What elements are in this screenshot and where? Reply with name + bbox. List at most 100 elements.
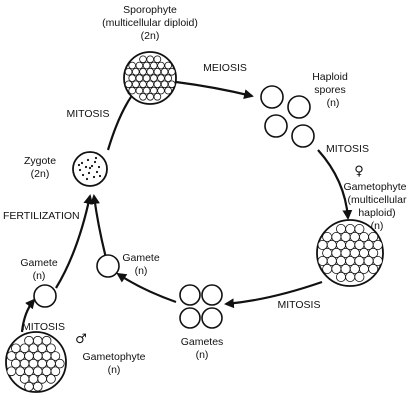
cell-texture: [132, 80, 140, 89]
fertilization-arrow: [55, 194, 94, 289]
mitosis-top-left-label: MITOSIS: [67, 108, 110, 120]
meiosis-arrow: [175, 80, 254, 99]
zygote-dot: [87, 171, 91, 175]
cell-texture: [157, 61, 165, 70]
cell-texture: [160, 80, 169, 89]
zygote-dot: [92, 175, 96, 179]
gamete-center-label: Gamete: [122, 252, 160, 264]
male-symbol-icon: ♂: [75, 332, 87, 347]
cell-texture: [139, 68, 147, 76]
cell-texture: [150, 86, 158, 95]
cell-texture: [168, 68, 176, 76]
cell-texture: [345, 271, 356, 282]
cell-texture: [50, 351, 61, 361]
cell-texture: [19, 374, 30, 384]
zygote-cell: [72, 151, 108, 187]
mitosis-gametophyte-to-gametes-arrow: [224, 280, 323, 309]
gamete-to-zygote-arrow: [90, 194, 108, 259]
cell-texture: [146, 80, 155, 89]
mitosis-male-gametophyte-to-gamete-arrow: [20, 298, 36, 333]
male-gametophyte-ploidy-label: (n): [108, 364, 121, 376]
gamete-left-label: Gamete: [20, 257, 58, 269]
cell-texture: [150, 74, 158, 82]
zygote-ploidy-label: (2n): [31, 168, 50, 180]
cell-texture: [153, 93, 162, 101]
cell-texture: [124, 80, 133, 89]
gamete-left-cell: [33, 284, 57, 308]
female-gametophyte-detail2-label: haploid): [358, 207, 395, 219]
cell-texture: [28, 358, 39, 369]
cell-texture: [335, 271, 346, 282]
zygote-dot: [86, 158, 90, 162]
cell-texture: [164, 86, 173, 95]
cell-texture: [132, 68, 140, 76]
cell-texture: [354, 271, 365, 282]
zygote-dot: [95, 170, 99, 174]
cell-texture: [46, 358, 56, 369]
cell-texture: [19, 343, 30, 354]
cell-texture: [139, 93, 147, 101]
cell-texture: [157, 74, 165, 82]
mitosis-spores-to-gametophyte-arrow: [317, 149, 353, 220]
cell-texture: [24, 381, 34, 392]
cell-texture: [322, 263, 333, 274]
cell-texture: [142, 74, 151, 82]
cell-texture: [372, 239, 383, 250]
sporophyte-ploidy-label: (2n): [141, 30, 160, 42]
cell-texture: [6, 366, 17, 377]
zygote-dot: [80, 161, 84, 165]
cell-texture: [46, 374, 56, 384]
zygote-dot: [88, 166, 92, 170]
cell-texture: [139, 80, 147, 89]
cell-texture: [160, 68, 169, 76]
haploid-spores-label-line1: Haploid: [312, 71, 348, 83]
cell-texture: [142, 61, 151, 70]
gamete-left-ploidy-label: (n): [33, 270, 46, 282]
cell-texture: [153, 68, 162, 76]
cell-texture: [150, 61, 158, 70]
cell-texture: [139, 55, 147, 64]
cell-texture: [46, 343, 56, 354]
cell-texture: [372, 255, 383, 266]
cell-texture: [157, 86, 165, 95]
gametes-cluster: [179, 284, 223, 329]
cell-texture: [135, 86, 144, 95]
female-gametophyte-cell-mass: [316, 219, 384, 287]
cell-texture: [50, 366, 61, 377]
cell-texture: [128, 61, 137, 70]
female-gametophyte-label: Gametophyte: [343, 181, 406, 193]
haploid-spores-ploidy-label: (n): [327, 97, 340, 109]
female-symbol-icon: ♀: [354, 164, 364, 179]
cell-texture: [146, 93, 155, 101]
zygote-dot: [85, 177, 89, 181]
cell-texture: [124, 68, 133, 76]
zygote-dot: [77, 163, 81, 167]
gametes-to-gamete-arrow: [116, 272, 177, 304]
cell-texture: [153, 80, 162, 89]
zygote-dot: [97, 165, 101, 169]
gametes-label: Gametes: [181, 336, 224, 348]
mitosis-bottom-label: MITOSIS: [278, 299, 321, 311]
cell-texture: [37, 358, 47, 369]
meiosis-label: MEIOSIS: [203, 62, 247, 74]
cell-texture: [128, 86, 137, 95]
cell-texture: [168, 80, 176, 89]
male-gametophyte-cell-mass: [5, 331, 67, 393]
cell-texture: [142, 86, 151, 95]
zygote-dot: [84, 165, 88, 169]
sporophyte-cell-mass: [123, 51, 177, 105]
mitosis-right-label: MITOSIS: [326, 143, 369, 155]
cell-texture: [19, 358, 30, 369]
cell-texture: [368, 263, 379, 274]
zygote-dot: [93, 160, 97, 164]
cell-texture: [146, 55, 155, 64]
haploid-spores: [260, 85, 315, 148]
sporophyte-label: Sporophyte: [123, 4, 177, 16]
cell-texture: [28, 374, 39, 384]
cell-texture: [368, 231, 379, 242]
mitosis-zygote-to-sporophyte-arrow: [106, 88, 138, 151]
gamete-center-ploidy-label: (n): [135, 265, 148, 277]
cell-texture: [37, 343, 47, 354]
fertilization-label: FERTILIZATION: [3, 210, 80, 222]
female-gametophyte-ploidy-label: (n): [371, 220, 384, 232]
